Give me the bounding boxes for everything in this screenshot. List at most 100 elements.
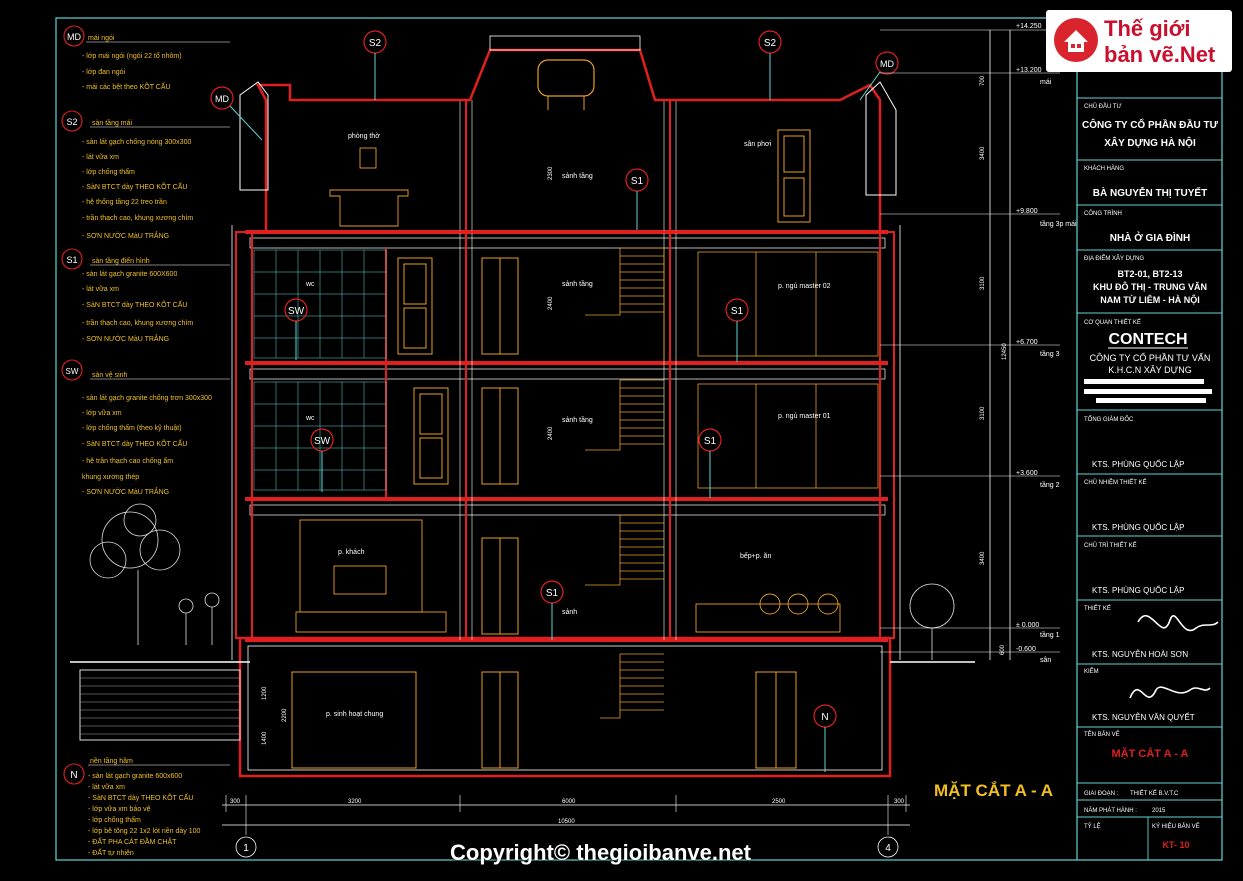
svg-text:- lớp chống thấm (theo kỹ thuậ: - lớp chống thấm (theo kỹ thuật): [82, 423, 182, 432]
notes-panel: MD mái ngói - lớp mái ngói (ngói 22 tổ n…: [61, 25, 230, 857]
level-name-san: sân: [1040, 657, 1051, 664]
svg-text:600: 600: [1000, 644, 1006, 655]
svg-text:N: N: [821, 712, 828, 723]
svg-text:- SàN BTCT dày THEO KÕT CẤU: - SàN BTCT dày THEO KÕT CẤU: [82, 181, 187, 191]
svg-text:- hệ trần thạch cao chống ẩm: - hệ trần thạch cao chống ẩm: [82, 456, 173, 465]
tb-chu-tri-label: CHỦ TRÌ THIẾT KẾ: [1084, 542, 1137, 549]
copyright-watermark: Copyright© thegioibanve.net: [450, 840, 751, 865]
note-title-md: mái ngói: [88, 35, 115, 42]
sheet-border: [55, 17, 1223, 861]
svg-text:2400: 2400: [548, 426, 554, 440]
svg-text:3100: 3100: [980, 276, 986, 290]
tag-sw-3: SW: [284, 298, 308, 360]
tb-tong-giam-doc-label: TỔNG GIÁM ĐỐC: [1084, 416, 1134, 423]
svg-text:S1: S1: [704, 436, 717, 447]
section-tags: S1 SW S1 S1 SW S1 S2 S2 MD MD N: [210, 30, 899, 772]
tag-n-basement: N: [813, 704, 837, 772]
house-icon: [1054, 18, 1098, 62]
svg-text:3400: 3400: [980, 146, 986, 160]
title-block: CHỦ ĐẦU TƯ CÔNG TY CỔ PHẦN ĐẦU TƯ XÂY DỰ…: [1077, 97, 1222, 860]
svg-text:GIAI ĐOẠN :: GIAI ĐOẠN :: [1084, 791, 1119, 797]
svg-text:SW: SW: [314, 436, 331, 447]
site-logo[interactable]: Thế giới bản vẽ.Net: [1046, 10, 1232, 72]
svg-text:KTS. PHÙNG QUỐC LẬP: KTS. PHÙNG QUỐC LẬP: [1092, 459, 1184, 469]
svg-text:MD: MD: [880, 59, 894, 69]
svg-text:2015: 2015: [1152, 808, 1166, 814]
level-3600: +3.600: [1016, 470, 1038, 477]
svg-text:KTS. NGUYỄN HOÀI SƠN: KTS. NGUYỄN HOÀI SƠN: [1092, 650, 1188, 659]
svg-text:S2: S2: [764, 38, 777, 49]
svg-text:KÝ HIỆU BẢN VẼ: KÝ HIỆU BẢN VẼ: [1152, 822, 1200, 830]
level-9800: +9.800: [1016, 208, 1038, 215]
svg-text:700: 700: [980, 75, 986, 86]
water-tank: [537, 59, 595, 97]
level-name-mai: mái: [1040, 79, 1052, 86]
svg-text:- sàn lát gạch chống nóng 300x: - sàn lát gạch chống nóng 300x300: [82, 137, 191, 146]
tb-chu-nhiem-label: CHỦ NHIỆM THIẾT KẾ: [1084, 478, 1146, 486]
svg-text:K.H.C.N XÂY DỰNG: K.H.C.N XÂY DỰNG: [1108, 365, 1192, 375]
tb-khach-hang-label: KHÁCH HÀNG: [1084, 165, 1124, 172]
tb-ten-ban-ve: MẶT CẮT A - A: [1112, 747, 1189, 760]
note-title-n: nền tầng hầm: [90, 756, 133, 765]
tag-s1-attic: S1: [625, 168, 649, 230]
tag-s1-1: S1: [540, 580, 564, 640]
note-tag-md: MD: [67, 32, 81, 42]
svg-text:- SàN BTCT dày THEO KÕT CẤU: - SàN BTCT dày THEO KÕT CẤU: [82, 438, 187, 448]
furniture: [295, 147, 841, 633]
svg-text:- ĐẤT PHA CÁT ĐẦM CHẶT: - ĐẤT PHA CÁT ĐẦM CHẶT: [88, 836, 177, 846]
svg-text:khung xương thép: khung xương thép: [82, 474, 139, 481]
tag-sw-2: SW: [310, 428, 334, 492]
level-markers: +14.250 +13.200 mái +9.800 tầng 3p mái +…: [880, 23, 1077, 664]
svg-text:NHÀ Ở GIA ĐÌNH: NHÀ Ở GIA ĐÌNH: [1110, 231, 1190, 244]
note-title-s2: sàn tầng mái: [92, 118, 133, 127]
level-name-tang-1: tầng 1: [1040, 630, 1060, 639]
logo-line-1: Thế giới: [1104, 16, 1191, 41]
svg-text:10500: 10500: [558, 819, 575, 825]
svg-text:12450: 12450: [1002, 343, 1008, 360]
wc-tiles: [253, 249, 387, 491]
tag-md-left: MD: [210, 86, 263, 141]
staircase: [585, 247, 665, 719]
level-name-tang-3p-mai: tầng 3p mái: [1040, 219, 1077, 228]
note-tag-n: N: [70, 770, 77, 781]
svg-text:6000: 6000: [562, 799, 576, 805]
tag-s2-left: S2: [363, 30, 387, 100]
note-tag-sw: SW: [66, 367, 79, 376]
tb-kiem-label: KIỂM: [1084, 668, 1099, 675]
svg-text:2200: 2200: [282, 708, 288, 722]
svg-text:- ĐẤT tự nhiên: - ĐẤT tự nhiên: [88, 847, 134, 857]
svg-text:- lớp chống thấm: - lớp chống thấm: [82, 167, 135, 176]
tb-thiet-ke-label: THIẾT KẾ: [1084, 605, 1111, 612]
svg-text:- lát vữa xm: - lát vữa xm: [82, 154, 119, 161]
tb-dia-diem-label: ĐỊA ĐIỂM XÂY DỰNG: [1084, 255, 1144, 262]
svg-text:3100: 3100: [980, 406, 986, 420]
roof-outline: [255, 48, 882, 234]
tb-cong-trinh-label: CÔNG TRÌNH: [1084, 210, 1122, 217]
svg-text:- sàn lát gạch granite 600x600: - sàn lát gạch granite 600x600: [88, 773, 182, 780]
tag-s1-3: S1: [725, 298, 749, 362]
room-label-ngu-master-02: p. ngủ master 02: [778, 282, 831, 290]
svg-text:- SàN BTCT dày THEO KÕT CẤU: - SàN BTCT dày THEO KÕT CẤU: [88, 792, 193, 802]
svg-text:BT2-01, BT2-13: BT2-01, BT2-13: [1117, 269, 1182, 279]
room-label-sinh-hoat-chung: p. sinh hoạt chung: [326, 711, 383, 718]
svg-text:- trần thạch cao, khung xương: - trần thạch cao, khung xương chìm: [82, 318, 193, 327]
svg-text:- SƠN NƯỚC MàU TRẮNG: - SƠN NƯỚC MàU TRẮNG: [82, 231, 169, 240]
note-tag-s2: S2: [66, 117, 77, 127]
svg-text:1200: 1200: [262, 686, 268, 700]
svg-text:- SƠN NƯỚC MàU TRẮNG: - SƠN NƯỚC MàU TRẮNG: [82, 487, 169, 496]
svg-text:SW: SW: [288, 306, 305, 317]
basement-outline: [238, 636, 892, 778]
level-14250: +14.250: [1016, 23, 1042, 30]
svg-text:XÂY DỰNG HÀ NỘI: XÂY DỰNG HÀ NỘI: [1104, 136, 1196, 149]
svg-text:- sàn lát gạch granite chống t: - sàn lát gạch granite chống trơn 300x30…: [82, 393, 212, 402]
tb-ky-hieu: KT- 10: [1162, 840, 1189, 850]
svg-text:- lát vữa xm: - lát vữa xm: [82, 286, 119, 293]
bottom-dimensions: 300 3200 6000 2500 300 10500 1 4: [222, 795, 910, 858]
room-label-khach: p. khách: [338, 549, 365, 556]
svg-text:300: 300: [230, 799, 241, 805]
svg-text:NĂM PHÁT HÀNH :: NĂM PHÁT HÀNH :: [1084, 807, 1137, 814]
basement-ramp: [79, 669, 241, 741]
signature-kiem: [1129, 686, 1211, 699]
room-label-sanh-tang-3: sảnh tầng: [562, 279, 593, 288]
